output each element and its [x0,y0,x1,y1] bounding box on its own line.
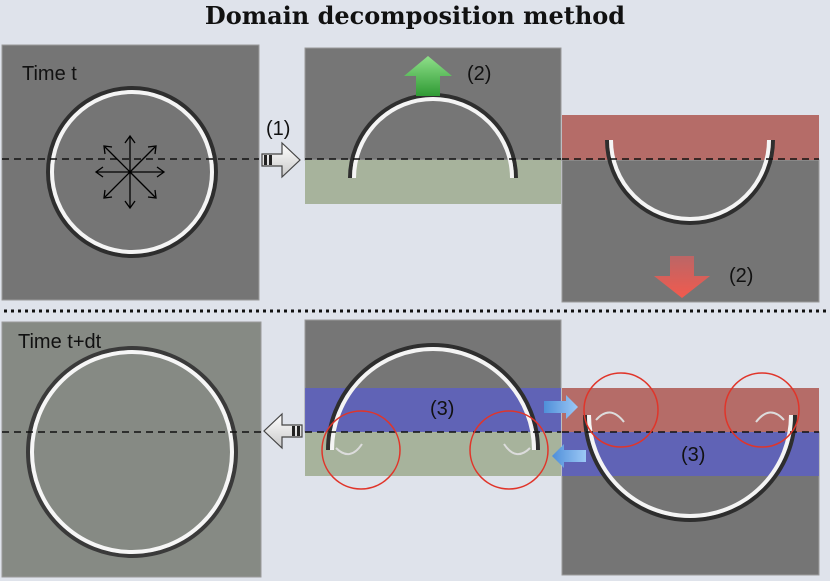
highlight-circle-right [469,410,549,490]
half-wavefront-upper [352,97,514,179]
panel-time-t: Time t [1,44,260,301]
diagram-title: Domain decomposition method [204,1,626,30]
half-wavefront-lower [609,139,771,221]
label-step3-right: (3) [681,444,705,466]
exchange-left-arrow-icon [552,444,586,468]
upward-transfer-arrow-icon [404,56,452,96]
spurious-reflection-right [503,443,531,455]
label-step2-top: (2) [467,63,491,85]
label-time-t-dt: Time t+dt [18,331,102,353]
wavefront-shadow [46,86,218,258]
expanded-wavefront-circle [30,350,234,554]
expanded-wavefront-shadow [26,346,238,558]
half-wavefront-shadow [605,139,775,225]
spurious-reflection-left [335,443,363,455]
panel-time-t-dt: Time t+dt [1,321,262,578]
red-halo-region [562,115,819,160]
label-time-t: Time t [22,63,77,85]
spurious-reflection-left [595,411,625,423]
step1-arrow-icon [261,141,301,179]
label-step1: (1) [266,118,290,140]
label-step3-left: (3) [430,398,454,420]
result-arrow-icon [263,412,303,450]
label-step2-bottom: (2) [729,265,753,287]
red-halo-region-t-dt [562,388,819,432]
wavefront-circle [50,90,214,254]
half-wavefront-shadow [583,414,797,522]
green-halo-region [305,160,561,204]
panel-time-t-dt-background [1,321,262,578]
panel-lower-subdomain-t-dt: (3) [561,372,820,576]
panel-lower-subdomain: (2) [561,115,820,303]
exchange-right-arrow-icon [544,395,578,419]
panel-upper-subdomain-t-dt: (3) [304,319,562,490]
panel-upper-subdomain: (2) [304,47,562,204]
half-wavefront-lower-t-dt [587,414,793,518]
downward-transfer-arrow-icon [654,256,710,298]
radial-arrows-icon [94,134,166,210]
highlight-circle-left [321,410,401,490]
spurious-reflection-right [755,411,785,423]
highlight-circle-left [583,372,659,448]
half-wavefront-upper-t-dt [330,347,536,451]
highlight-circle-right [724,372,800,448]
half-wavefront-shadow [326,343,540,451]
